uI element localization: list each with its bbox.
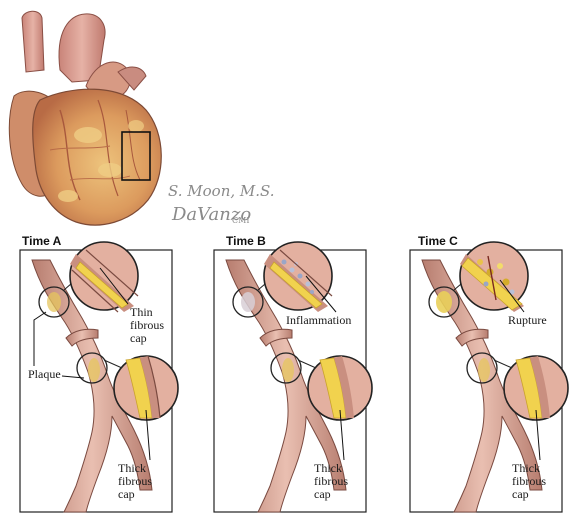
artist-signature-line1: S. Moon, M.S. <box>168 182 275 200</box>
label-rupture: Rupture <box>508 313 547 327</box>
coronary-highlight-box <box>121 131 151 181</box>
plaque-region-a-upper <box>47 292 61 312</box>
heart-illustration <box>8 10 162 226</box>
locator-circle-b-upper <box>232 286 264 318</box>
panel-time-c <box>409 241 569 513</box>
locator-circle-c-upper <box>428 286 460 318</box>
magnified-view-c-upper <box>459 241 529 312</box>
locator-circle-b-lower <box>270 352 302 384</box>
panel-title-b: Time B <box>226 234 266 248</box>
label-plaque: Plaque <box>28 367 61 381</box>
locator-circle-a-lower <box>76 352 108 384</box>
locator-circle-c-lower <box>466 352 498 384</box>
label-thick-fibrous-cap-a: Thick fibrous cap <box>118 461 152 501</box>
label-thick-fibrous-cap-c: Thick fibrous cap <box>512 461 546 501</box>
label-thin-fibrous-cap: Thin fibrous cap <box>130 305 164 345</box>
label-thick-fibrous-cap-b: Thick fibrous cap <box>314 461 348 501</box>
plaque-region-a-lower <box>88 358 100 382</box>
ventricles <box>32 88 162 226</box>
panel-time-b <box>213 241 373 513</box>
artist-signature-suffix: CMI <box>232 216 250 225</box>
locator-circle-a-upper <box>38 286 70 318</box>
panel-title-a: Time A <box>22 234 62 248</box>
superior-vena-cava <box>21 10 45 73</box>
panel-title-c: Time C <box>418 234 458 248</box>
magnified-view-c-lower <box>503 355 569 421</box>
magnified-view-b-upper <box>263 241 333 312</box>
magnified-view-b-lower <box>307 355 373 421</box>
artist-signature-line2: DaVanzo <box>172 204 252 225</box>
aortic-arch <box>58 13 106 83</box>
left-pulmonary-branch <box>117 66 147 91</box>
magnified-view-a-upper <box>69 241 139 313</box>
label-inflammation: Inflammation <box>286 313 352 327</box>
panel-time-a <box>19 241 179 513</box>
magnified-view-a-lower <box>113 355 179 421</box>
